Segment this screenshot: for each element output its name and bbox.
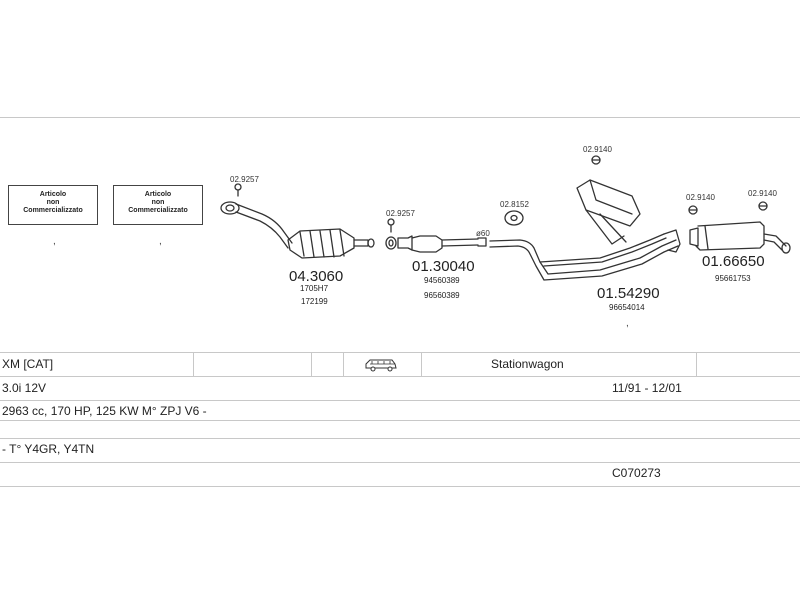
article-box-line: Commercializzato	[23, 207, 83, 214]
rear-silencer	[689, 221, 791, 254]
part-reference: 94560389	[424, 276, 460, 285]
article-box-line: non	[151, 199, 165, 206]
part-reference: 172199	[301, 297, 328, 306]
table-rule	[0, 376, 800, 377]
table-divider	[421, 352, 422, 376]
part-label: 02.9140	[748, 189, 777, 198]
station-wagon-icon	[365, 359, 397, 372]
hanger-ring	[758, 201, 768, 211]
part-number: 01.30040	[412, 258, 475, 275]
engine-label: 3.0i 12V	[2, 381, 47, 395]
article-unavailable-box: Articolo non Commercializzato	[8, 185, 98, 225]
part-number: 04.3060	[289, 268, 343, 285]
part-reference: 96560389	[424, 291, 460, 300]
table-rule	[0, 352, 800, 353]
article-box-line: non	[46, 199, 60, 206]
part-reference: 96654014	[609, 303, 645, 312]
hanger-ring	[234, 183, 242, 197]
part-label: 02.9257	[230, 175, 259, 184]
clamp-part	[385, 236, 397, 250]
dot-mark: ,	[53, 236, 56, 247]
part-reference: 95661753	[715, 274, 751, 283]
body-type: Stationwagon	[491, 357, 564, 371]
center-silencer-assembly	[489, 179, 681, 281]
top-rule	[0, 117, 800, 118]
part-number: 01.54290	[597, 285, 660, 302]
article-box-line: Articolo	[144, 191, 172, 198]
table-rule	[0, 486, 800, 487]
front-pipe-catalyst	[220, 201, 375, 259]
article-unavailable-box: Articolo non Commercializzato	[113, 185, 203, 225]
rubber-hanger	[504, 210, 524, 226]
engine-spec: 2963 cc, 170 HP, 125 KW M° ZPJ V6 -	[2, 404, 207, 418]
article-box-line: Articolo	[39, 191, 67, 198]
engine-types: - T° Y4GR, Y4TN	[2, 442, 95, 456]
table-divider	[343, 352, 344, 376]
intermediate-pipe	[397, 235, 487, 253]
part-number: 01.66650	[702, 253, 765, 270]
catalog-code: C070273	[612, 466, 661, 480]
hanger-ring	[387, 218, 395, 233]
hanger-ring	[688, 205, 698, 215]
dot-mark: ,	[159, 236, 162, 247]
table-divider	[311, 352, 312, 376]
clamp-label: ø60	[476, 229, 490, 238]
production-years: 11/91 - 12/01	[612, 381, 682, 395]
table-divider	[696, 352, 697, 376]
part-label: 02.8152	[500, 200, 529, 209]
part-reference: 1705H7	[300, 284, 329, 293]
part-label: 02.9140	[583, 145, 612, 154]
article-box-line: Commercializzato	[128, 207, 188, 214]
table-rule	[0, 420, 800, 421]
table-rule	[0, 400, 800, 401]
table-rule	[0, 438, 800, 439]
table-rule	[0, 462, 800, 463]
vehicle-model: XM [CAT]	[2, 357, 54, 371]
table-divider	[193, 352, 194, 376]
part-label: 02.9257	[386, 209, 415, 218]
part-label: 02.9140	[686, 193, 715, 202]
hanger-ring	[591, 155, 601, 165]
dot-mark: ,	[626, 318, 629, 329]
